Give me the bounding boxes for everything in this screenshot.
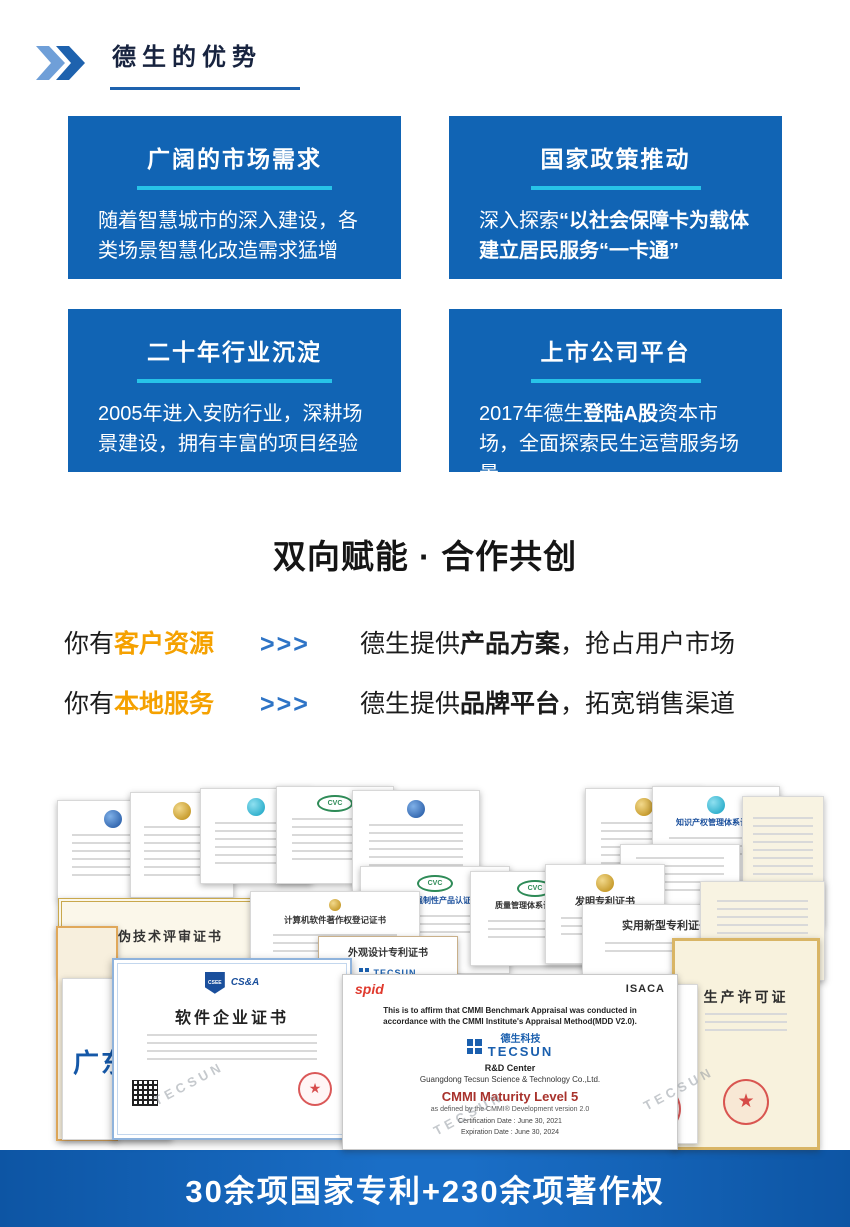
qr-code [132, 1079, 158, 1106]
red-seal-icon [298, 1071, 332, 1106]
cmmi-affirm-text: This is to affirm that CMMI Benchmark Ap… [383, 1005, 637, 1027]
certificate-title: 软件企业证书 [174, 1009, 289, 1027]
emblem-icon [329, 898, 341, 911]
emblem-icon [596, 873, 614, 892]
certificate-title: 质量管理体系认证证书 [495, 900, 575, 910]
certificate-title: 外观设计专利证书 [348, 947, 428, 959]
cvc-logo: CVC [417, 874, 453, 892]
card-body: 深入探索“以社会保障卡为载体建立居民服务“一卡通” [479, 209, 749, 262]
card-body: 2005年进入安防行业，深耕场景建设，拥有丰富的项目经验 [98, 402, 363, 455]
certificate-title: 实用新型专利证书 [622, 919, 710, 932]
cmmi-defined: as defined by the CMMI® Development vers… [430, 1106, 590, 1114]
certificate-title: 发明专利证书 [575, 896, 635, 908]
partner-row: 你有本地服务 >>> 德生提供品牌平台，拓宽销售渠道 [64, 684, 850, 720]
triple-arrow-icon: >>> [260, 629, 310, 659]
page-title: 德生的优势 [110, 44, 300, 90]
certificate-title: 知识产权管理体系认证 [676, 817, 756, 827]
tecsun-logo: 德生科技 TECSUN [355, 1034, 665, 1059]
tecsun-grid-icon [359, 968, 370, 979]
card-title: 国家政策推动 [479, 140, 752, 190]
emblem-icon [173, 801, 191, 820]
cmmi-dates: Certification Date : June 30, 2021 Expir… [458, 1118, 562, 1136]
card-market-demand: 广阔的市场需求 随着智慧城市的深入建设，各类场景智慧化改造需求猛增 [68, 115, 401, 279]
partner-row: 你有客户资源 >>> 德生提供产品方案，抢占用户市场 [64, 624, 850, 660]
certificate-title: 生产许可证 [703, 988, 789, 1005]
cmmi-center: R&D Center [484, 1063, 536, 1074]
certificates-collage: CVC 知识产权管理体系认证 CVC 中国国家强制性产品认证证书 CVC 质量管… [0, 785, 850, 1151]
advantage-cards: 广阔的市场需求 随着智慧城市的深入建设，各类场景智慧化改造需求猛增 国家政策推动… [68, 115, 782, 485]
card-body: 随着智慧城市的深入建设，各类场景智慧化改造需求猛增 [98, 209, 358, 262]
card-title: 二十年行业沉淀 [98, 333, 371, 383]
highlight-local-service: 本地服务 [114, 689, 215, 718]
partner-you-have: 你有客户资源 [64, 629, 215, 658]
csee-badge-icon: CSEE [204, 971, 225, 994]
card-industry-experience: 二十年行业沉淀 2005年进入安防行业，深耕场景建设，拥有丰富的项目经验 [68, 308, 401, 472]
card-national-policy: 国家政策推动 深入探索“以社会保障卡为载体建立居民服务“一卡通” [449, 115, 782, 279]
certificate-title: 防伪技术评审证书 [102, 929, 223, 945]
partner-tecsun-offer: 德生提供品牌平台，拓宽销售渠道 [360, 689, 736, 718]
section-title: 双向赋能 · 合作共创 [272, 537, 578, 575]
emblem-icon [247, 797, 265, 816]
tecsun-logo: TECSUN [319, 968, 457, 979]
highlight-customer-resources: 客户资源 [114, 629, 215, 658]
emblem-icon [407, 799, 425, 818]
triple-arrow-icon: >>> [260, 689, 310, 719]
footer-text: 30余项国家专利+230余项著作权 [185, 1174, 665, 1210]
partner-tecsun-offer: 德生提供产品方案，抢占用户市场 [360, 629, 736, 658]
certificate-cmmi: spid ISACA This is to affirm that CMMI B… [342, 973, 678, 1150]
cmmi-company: Guangdong Tecsun Science & Technology Co… [419, 1075, 601, 1085]
partner-you-have: 你有本地服务 [64, 689, 215, 718]
partner-section: 你有客户资源 >>> 德生提供产品方案，抢占用户市场 你有本地服务 >>> 德生… [64, 624, 850, 744]
cvc-logo: CVC [317, 794, 353, 812]
header: 德生的优势 [36, 44, 850, 90]
spid-logo: spid [355, 980, 384, 997]
certificate-software-enterprise: CSEE CS&A 软件企业证书 [112, 957, 352, 1140]
card-body: 2017年德生登陆A股资本市场，全面探索民生运营服务场景 [479, 402, 739, 485]
red-seal-icon [723, 1078, 769, 1125]
csa-logo: CS&A [230, 977, 260, 989]
card-title: 上市公司平台 [479, 333, 752, 383]
cmmi-level: CMMI Maturity Level 5 [441, 1089, 579, 1105]
emblem-icon [707, 795, 725, 814]
emblem-icon [104, 809, 122, 828]
footer-banner: 30余项国家专利+230余项著作权 [0, 1150, 850, 1227]
tecsun-grid-icon [466, 1039, 482, 1055]
certifier-logos: CSEE CS&A [126, 971, 338, 994]
certificate-title: 计算机软件著作权登记证书 [283, 914, 386, 925]
certificate-title: 中国国家强制性产品认证证书 [383, 895, 487, 905]
emblem-icon [635, 797, 653, 816]
isaca-logo: ISACA [625, 982, 665, 995]
double-chevron-icon [36, 44, 94, 80]
card-title: 广阔的市场需求 [98, 140, 371, 190]
card-listed-company: 上市公司平台 2017年德生登陆A股资本市场，全面探索民生运营服务场景 [449, 308, 782, 485]
